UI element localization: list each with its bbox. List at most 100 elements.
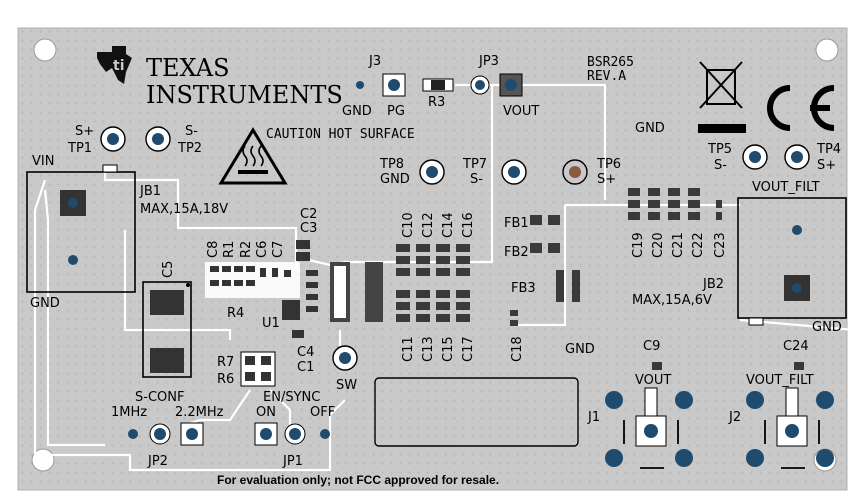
test-point-tp2 bbox=[145, 126, 171, 152]
jumper-jp2[interactable] bbox=[128, 422, 204, 446]
sma-connector-j1[interactable] bbox=[605, 362, 693, 469]
label-c8: C8 bbox=[206, 241, 221, 258]
footer-note: For evaluation only; not FCC approved fo… bbox=[217, 473, 499, 487]
label-jb2: JB2 bbox=[702, 277, 724, 292]
vertical-refdes-caps: C10 C12 C14 C16 C11 C13 C15 C17 C18 C19 … bbox=[401, 212, 728, 362]
label-c10: C10 bbox=[401, 212, 416, 238]
label-c18: C18 bbox=[510, 336, 525, 362]
brand-line2: INSTRUMENTS bbox=[146, 81, 343, 109]
label-c19: C19 bbox=[631, 232, 646, 258]
label-c2: C2 bbox=[300, 207, 317, 222]
label-c16: C16 bbox=[461, 212, 476, 238]
label-jb1-rating: MAX,15A,18V bbox=[140, 202, 228, 217]
label-vout-j3: VOUT bbox=[503, 104, 539, 119]
label-jp1: JP1 bbox=[282, 454, 303, 469]
label-c24: C24 bbox=[783, 339, 809, 354]
label-tp1: TP1 bbox=[67, 141, 92, 156]
label-off: OFF bbox=[310, 405, 335, 420]
caution-text: CAUTION HOT SURFACE bbox=[266, 127, 415, 142]
test-point-tp6 bbox=[562, 159, 588, 185]
test-point-tp4 bbox=[784, 144, 810, 170]
label-jb1: JB1 bbox=[139, 184, 161, 199]
label-tp7-sign: S- bbox=[470, 172, 483, 187]
label-r1: R1 bbox=[222, 241, 237, 258]
label-tp4-sign: S+ bbox=[817, 158, 836, 173]
hot-surface-warning-icon bbox=[218, 127, 288, 185]
test-point-sw bbox=[332, 345, 358, 371]
test-point-tp8 bbox=[419, 159, 445, 185]
label-en-sync: EN/SYNC bbox=[263, 390, 320, 405]
label-c9: C9 bbox=[643, 339, 660, 354]
label-tp7: TP7 bbox=[462, 157, 487, 172]
label-r7: R7 bbox=[217, 355, 234, 370]
label-vin: VIN bbox=[32, 154, 54, 169]
label-jp3: JP3 bbox=[478, 54, 499, 69]
board-name: BSR265 bbox=[587, 55, 634, 70]
mounting-hole-top-left bbox=[33, 38, 57, 62]
label-j1: J1 bbox=[587, 410, 600, 425]
label-tp5: TP5 bbox=[707, 142, 732, 157]
label-c14: C14 bbox=[441, 212, 456, 238]
test-point-tp5 bbox=[742, 144, 768, 170]
label-gnd-j3: GND bbox=[342, 104, 372, 119]
label-vout-filt-top: VOUT_FILT bbox=[752, 180, 820, 195]
label-pg: PG bbox=[387, 104, 405, 119]
label-tp6-sign: S+ bbox=[597, 172, 616, 187]
label-2-2mhz: 2.2MHz bbox=[175, 405, 224, 420]
label-c22: C22 bbox=[691, 232, 706, 258]
label-c7: C7 bbox=[271, 241, 286, 258]
input-terminal-jb1 bbox=[26, 164, 136, 293]
sma-connector-j2[interactable] bbox=[746, 362, 834, 469]
label-j3: J3 bbox=[368, 54, 381, 69]
resistors-r6-r7 bbox=[240, 351, 276, 387]
capacitor-c5 bbox=[142, 281, 192, 378]
regulator-ic-u1 bbox=[205, 240, 383, 338]
texas-instruments-logo: ti TEXAS INSTRUMENTS bbox=[97, 46, 343, 109]
label-jp2: JP2 bbox=[147, 454, 168, 469]
label-r6: R6 bbox=[217, 372, 234, 387]
label-tp8: TP8 bbox=[379, 157, 404, 172]
label-gnd-low: GND bbox=[565, 342, 595, 357]
label-1mhz: 1MHz bbox=[111, 405, 147, 420]
label-s-conf: S-CONF bbox=[135, 390, 184, 405]
header-j3 bbox=[356, 73, 523, 97]
board-revision: REV.A bbox=[587, 69, 626, 84]
label-r4: R4 bbox=[227, 306, 244, 321]
mounting-hole-top-right bbox=[815, 38, 839, 62]
test-point-tp1 bbox=[100, 126, 126, 152]
label-fb3: FB3 bbox=[511, 281, 536, 296]
label-c6: C6 bbox=[255, 241, 270, 258]
label-c11: C11 bbox=[401, 336, 416, 362]
weee-recycling-icon bbox=[698, 61, 746, 133]
label-tp8-gnd: GND bbox=[380, 172, 410, 187]
label-c1: C1 bbox=[297, 360, 314, 375]
label-j2: J2 bbox=[728, 410, 741, 425]
label-c20: C20 bbox=[651, 232, 666, 258]
output-terminal-jb2 bbox=[737, 197, 847, 326]
brand-line1: TEXAS bbox=[146, 54, 230, 82]
label-r2: R2 bbox=[239, 241, 254, 258]
label-u1: U1 bbox=[262, 316, 280, 331]
label-tp5-sign: S- bbox=[714, 158, 727, 173]
label-on: ON bbox=[256, 405, 276, 420]
label-tp2-sign: S- bbox=[185, 124, 198, 139]
label-tp2: TP2 bbox=[177, 141, 202, 156]
ce-mark-icon bbox=[767, 85, 835, 131]
label-c13: C13 bbox=[421, 336, 436, 362]
label-fb1: FB1 bbox=[504, 216, 529, 231]
label-sw: SW bbox=[336, 378, 357, 393]
label-c4: C4 bbox=[297, 345, 314, 360]
label-c23: C23 bbox=[713, 232, 728, 258]
label-c21: C21 bbox=[671, 232, 686, 258]
label-vout-filt-j2: VOUT_FILT bbox=[746, 373, 814, 388]
label-gnd-left: GND bbox=[30, 296, 60, 311]
label-fb2: FB2 bbox=[504, 245, 529, 260]
label-vout-j1: VOUT bbox=[635, 373, 671, 388]
label-c12: C12 bbox=[421, 212, 436, 238]
label-area-outline bbox=[374, 377, 579, 447]
label-c3: C3 bbox=[300, 221, 317, 236]
output-capacitor-bank bbox=[396, 188, 722, 326]
jumper-jp1[interactable] bbox=[254, 422, 330, 446]
label-c17: C17 bbox=[461, 336, 476, 362]
